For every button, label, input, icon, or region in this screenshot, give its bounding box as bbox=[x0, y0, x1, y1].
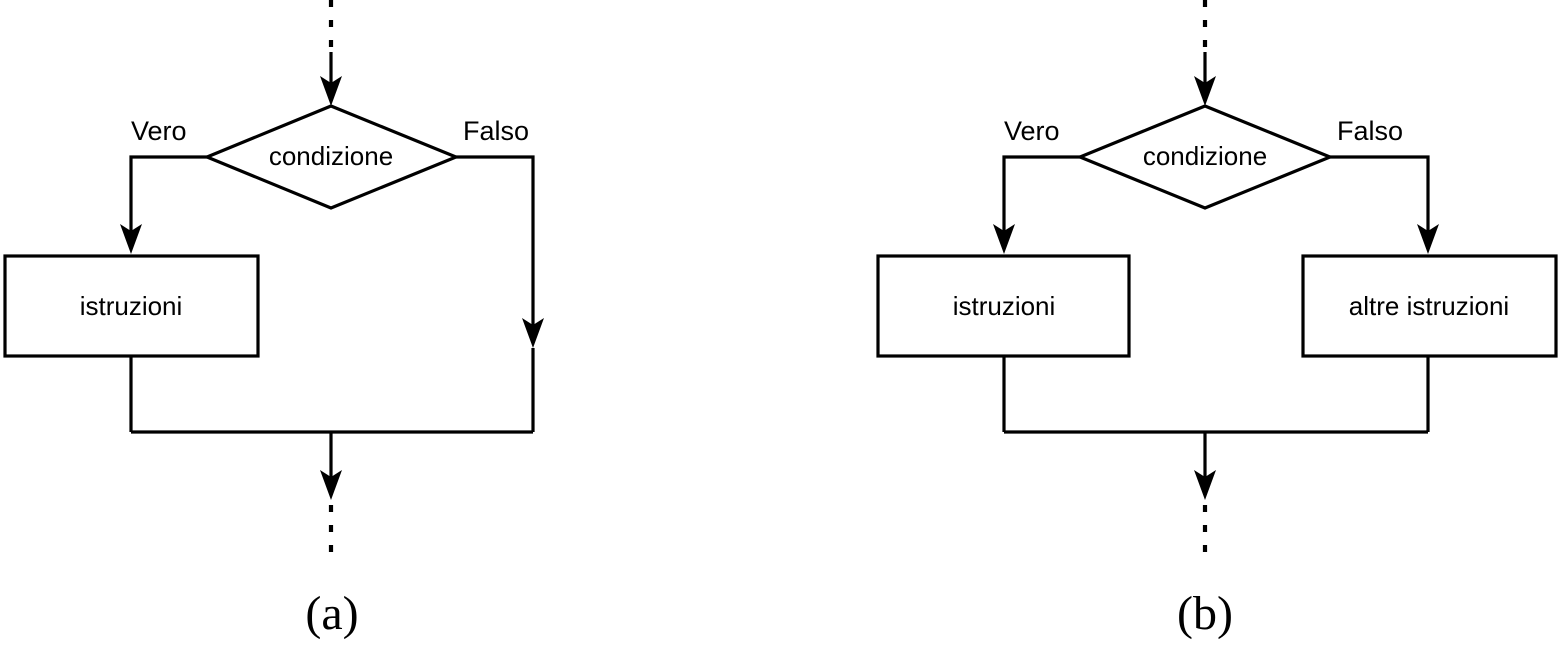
panel-b-decision-diamond bbox=[1075, 104, 1335, 210]
panel-a-true-branch-label: Vero bbox=[131, 116, 187, 146]
panel-b: condizione Vero Falso istruzioni altre i… bbox=[876, 0, 1558, 640]
panel-b-process-box-false bbox=[1301, 254, 1558, 358]
panel-a-decision-label: condizione bbox=[269, 141, 393, 171]
panel-b-false-branch-label: Falso bbox=[1337, 116, 1403, 146]
panel-a-true-arrowhead bbox=[120, 224, 142, 254]
panel-a-false-branch-label: Falso bbox=[463, 116, 529, 146]
panel-b-process-label-true: istruzioni bbox=[953, 291, 1056, 321]
panel-a-caption: (a) bbox=[305, 587, 358, 640]
panel-b-process-box-true bbox=[876, 254, 1131, 358]
panel-a-entry-arrowhead bbox=[320, 76, 342, 106]
panel-b-false-edge bbox=[1330, 155, 1430, 236]
panel-a-true-edge bbox=[129, 155, 207, 236]
panel-b-true-branch-label: Vero bbox=[1004, 116, 1060, 146]
panel-b-caption: (b) bbox=[1177, 587, 1233, 640]
panel-b-process-label-false: altre istruzioni bbox=[1349, 291, 1509, 321]
panel-a-false-edge bbox=[456, 155, 535, 330]
panel-b-false-arrowhead bbox=[1417, 224, 1439, 254]
panel-a-process-box bbox=[3, 254, 260, 358]
panel-b-decision-label: condizione bbox=[1143, 141, 1267, 171]
panel-a-exit-arrowhead bbox=[320, 470, 342, 500]
panel-b-exit-arrowhead bbox=[1194, 470, 1216, 500]
panel-a-process-label: istruzioni bbox=[80, 291, 183, 321]
panel-b-entry-arrowhead bbox=[1194, 76, 1216, 106]
panel-a-decision-diamond bbox=[202, 104, 461, 210]
panel-a-false-arrowhead bbox=[522, 318, 544, 348]
panel-a: condizione Vero istruzioni Falso (a) bbox=[3, 0, 544, 640]
panel-b-true-arrowhead bbox=[993, 224, 1015, 254]
panel-b-true-edge bbox=[1002, 155, 1080, 236]
